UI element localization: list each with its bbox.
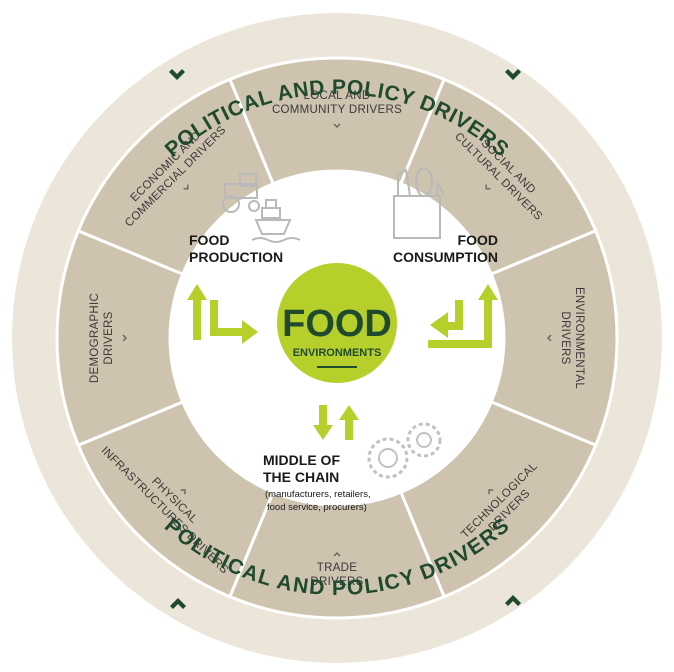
chevron-icon — [122, 334, 128, 342]
consumption-label-line2: CONSUMPTION — [393, 249, 498, 265]
middle-label-line1: MIDDLE OF — [263, 452, 340, 468]
driver-label-line2: DRIVERS — [559, 311, 571, 364]
chevron-icon — [488, 489, 494, 495]
production-label-line1: FOOD — [189, 232, 229, 248]
production-label-line2: PRODUCTION — [189, 249, 283, 265]
chevron-up-icon — [170, 598, 186, 609]
driver-label-line2: COMMUNITY DRIVERS — [272, 104, 402, 116]
middle-sub-line1: (manufacturers, retailers, — [265, 489, 371, 500]
driver-label-line2: DRIVERS — [103, 311, 115, 364]
middle-label-line2: THE CHAIN — [263, 469, 339, 485]
chevron-icon — [183, 184, 189, 190]
chevron-icon — [546, 334, 552, 342]
driver-label-line1: DEMOGRAPHIC — [89, 293, 101, 383]
center-underline — [317, 366, 357, 368]
chevron-icon — [180, 489, 186, 495]
chevron-down-icon — [505, 69, 521, 80]
chevron-down-icon — [169, 69, 185, 80]
grocery-bag-icon — [393, 167, 445, 239]
driver-label: TRADE DRIVERS — [310, 551, 363, 588]
center-subtitle: ENVIRONMENTS — [293, 347, 382, 359]
ship-icon — [251, 199, 301, 243]
middle-arrows-icon — [313, 405, 359, 440]
food-consumption-node: FOOD CONSUMPTION — [393, 167, 498, 348]
driver-label: LOCAL AND COMMUNITY DRIVERS — [272, 90, 402, 129]
chevron-up-icon — [505, 595, 521, 606]
middle-of-chain-node: MIDDLE OF THE CHAIN (manufacturers, reta… — [263, 405, 442, 513]
consumption-arrows-icon — [428, 284, 498, 348]
center-title: FOOD — [282, 303, 392, 345]
gears-icon — [367, 422, 442, 479]
driver-label-line1: TRADE — [317, 562, 358, 574]
chevron-icon — [485, 184, 491, 190]
chevron-icon — [333, 551, 341, 557]
production-arrows-icon — [187, 284, 258, 344]
driver-label-line1: LOCAL AND — [304, 90, 371, 102]
chevron-icon — [333, 123, 341, 129]
driver-label-line2: DRIVERS — [310, 576, 363, 588]
food-environments-node: FOOD ENVIRONMENTS — [277, 263, 397, 383]
consumption-label-line1: FOOD — [458, 232, 498, 248]
driver-label-line1: ENVIRONMENTAL — [573, 287, 585, 389]
tractor-icon — [222, 173, 260, 213]
middle-sub-line2: food service, procurers) — [267, 502, 367, 513]
center-circle — [277, 263, 397, 383]
food-production-node: FOOD PRODUCTION — [187, 173, 301, 344]
